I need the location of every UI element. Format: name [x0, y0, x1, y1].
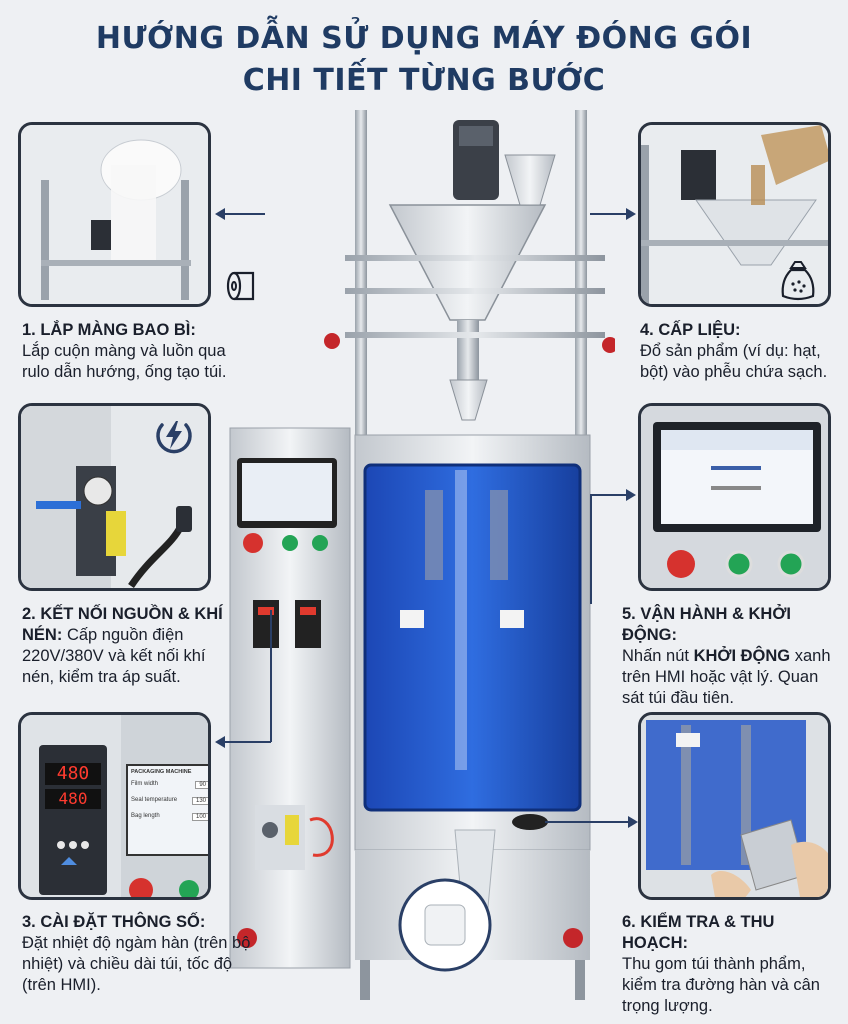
step-2-power-air-photo — [18, 403, 211, 591]
hmi-row-value[interactable]: 100 — [191, 813, 208, 821]
hmi-row-label: Seal temperature — [131, 797, 178, 803]
step-5-body-pre: Nhấn nút — [622, 647, 694, 665]
hmi-screen: PACKAGING MACHINE Film width 90 Seal tem… — [129, 767, 208, 853]
arrow-step-3 — [215, 736, 271, 748]
arrow-step-3-connector — [270, 610, 272, 742]
step-5-heading: 5. VẬN HÀNH & KHỞI ĐỘNG: — [622, 605, 792, 644]
arrow-step-4 — [590, 208, 636, 220]
step-2-body: Cấp nguồn điện 220V/380V và kết nối khí … — [22, 626, 206, 686]
step-3-caption: 3. CÀI ĐẶT THÔNG SỐ: Đặt nhiệt độ ngàm h… — [22, 912, 252, 996]
step-3-body: Đặt nhiệt độ ngàm hàn (trên bộ nhiệt) và… — [22, 934, 251, 994]
page-title: HƯỚNG DẪN SỬ DỤNG MÁY ĐÓNG GÓI CHI TIẾT … — [0, 18, 848, 102]
step-5-caption: 5. VẬN HÀNH & KHỞI ĐỘNG: Nhấn nút KHỞI Đ… — [622, 604, 844, 709]
step-6-body: Thu gom túi thành phẩm, kiểm tra đường h… — [622, 955, 820, 1015]
step-1-caption: 1. LẮP MÀNG BAO BÌ: Lắp cuộn màng và luồ… — [22, 320, 257, 383]
arrow-step-5 — [590, 489, 636, 501]
step-1-film-roll-photo — [18, 122, 211, 307]
hmi-row-value[interactable]: 130 — [191, 797, 208, 805]
step-1-body: Lắp cuộn màng và luồn qua rulo dẫn hướng… — [22, 342, 227, 381]
step-5-body-start: KHỞI ĐỘNG — [693, 647, 791, 665]
arrow-step-5-connector — [590, 494, 592, 604]
step-4-body: Đổ sản phẩm (ví dụ: hạt, bột) vào phễu c… — [640, 342, 828, 381]
step-4-feeding-photo — [638, 122, 831, 307]
step-2-heading: 2. KẾT NỐI NGUỒN & KHÍ NÉN: — [22, 605, 223, 644]
step-6-heading: 6. KIỂM TRA & THU HOẠCH: — [622, 913, 775, 952]
step-4-heading: 4. CẤP LIỆU: — [640, 321, 741, 339]
step-5-body: Nhấn nút KHỞI ĐỘNG xanh trên HMI hoặc vậ… — [622, 646, 844, 709]
title-line-1: HƯỚNG DẪN SỬ DỤNG MÁY ĐÓNG GÓI — [95, 21, 753, 56]
step-6-inspection-photo — [638, 712, 831, 900]
hmi-row-label: Bag length — [131, 813, 160, 819]
step-3-heading: 3. CÀI ĐẶT THÔNG SỐ: — [22, 913, 206, 931]
step-5-control-panel-photo — [638, 403, 831, 591]
step-5-body-post: xanh trên HMI hoặc vật lý. Quan sát túi … — [622, 647, 831, 707]
temp-display-1: 480 — [45, 763, 101, 785]
step-2-caption: 2. KẾT NỐI NGUỒN & KHÍ NÉN: Cấp nguồn đi… — [22, 604, 237, 688]
step-6-caption: 6. KIỂM TRA & THU HOẠCH: Thu gom túi thà… — [622, 912, 844, 1017]
hmi-row: Seal temperature 130 — [129, 793, 208, 809]
hmi-row-value[interactable]: 90 — [195, 781, 208, 789]
power-icon — [152, 413, 196, 457]
arrow-step-6 — [545, 816, 638, 828]
hmi-row-label: Film width — [131, 781, 159, 787]
arrow-step-1 — [215, 208, 265, 220]
step-4-caption: 4. CẤP LIỆU: Đổ sản phẩm (ví dụ: hạt, bộ… — [640, 320, 845, 383]
packaging-machine-illustration — [229, 110, 615, 1000]
title-line-2: CHI TIẾT TỪNG BƯỚC — [242, 63, 606, 98]
grain-bag-icon — [775, 258, 821, 304]
step-3-settings-photo: 480 480 PACKAGING MACHINE Film width 90 … — [18, 712, 211, 900]
hmi-row: Film width 90 — [129, 777, 208, 793]
step-1-heading: 1. LẮP MÀNG BAO BÌ: — [22, 321, 196, 339]
temp-display-2: 480 — [45, 789, 101, 809]
film-roll-icon — [223, 267, 261, 305]
hmi-row: Bag length 100 — [129, 809, 208, 825]
hmi-title: PACKAGING MACHINE — [131, 769, 192, 775]
